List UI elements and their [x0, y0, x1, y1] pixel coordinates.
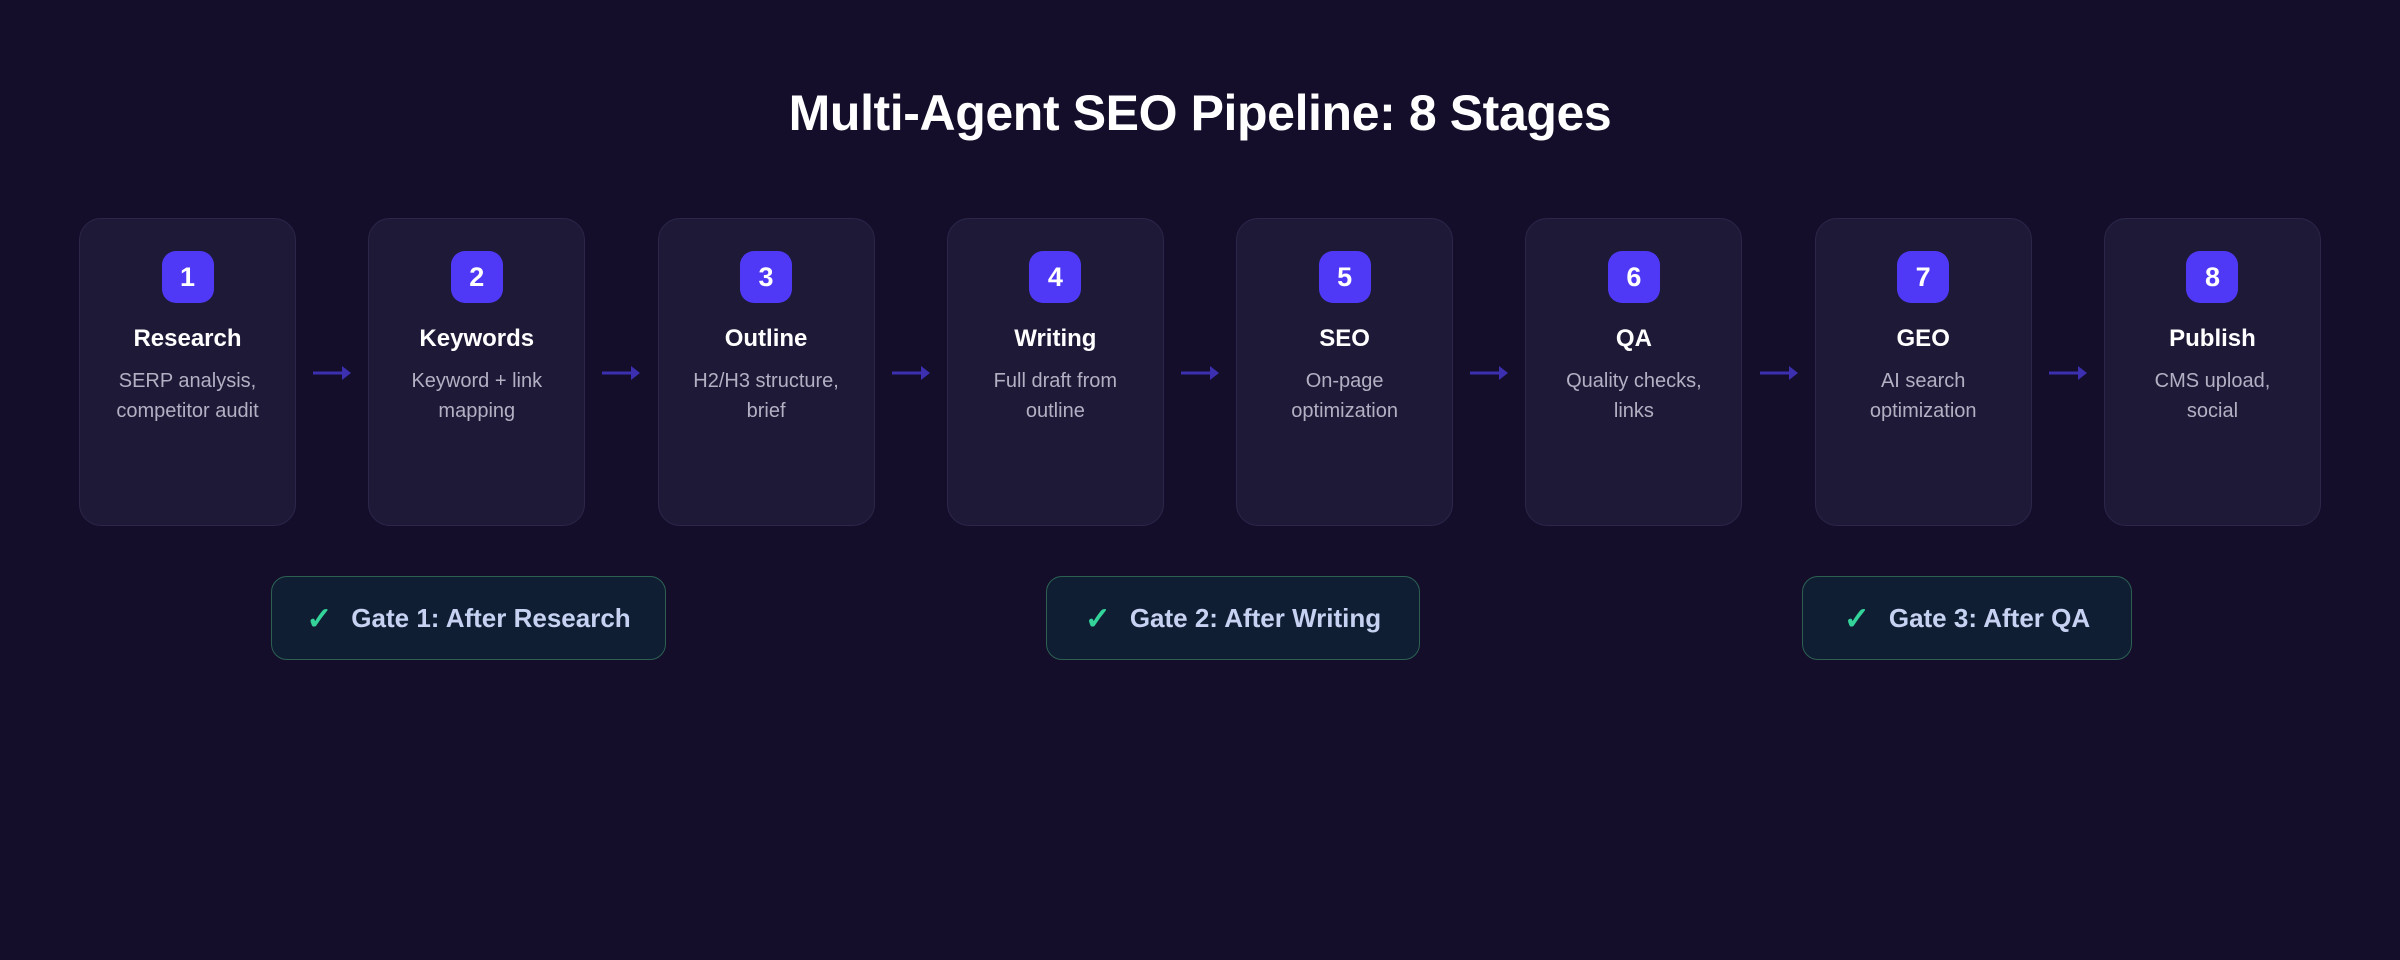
quality-gates-row: ✓ Gate 1: After Research ✓ Gate 2: After…	[0, 576, 2400, 660]
stage-card-3[interactable]: 3 Outline H2/H3 structure, brief	[657, 218, 875, 526]
arrow-right-icon-5	[1459, 218, 1519, 526]
stage-description-6: Quality checks, links	[1566, 370, 1702, 422]
stage-title-6: QA	[1615, 325, 1652, 352]
arrow-right-icon-6	[1749, 218, 1809, 526]
stage-card-2[interactable]: 2 Keywords Keyword + link mapping	[368, 218, 586, 526]
stage-description-5: On-page optimization	[1291, 370, 1398, 422]
gate-label-3: Gate 3: After QA	[1888, 602, 2091, 633]
stage-card-8[interactable]: 8 Publish CMS upload, social	[2103, 218, 2321, 526]
gate-badge-2[interactable]: ✓ Gate 2: After Writing	[1046, 576, 1420, 660]
arrow-right-icon-7	[2038, 218, 2098, 526]
stage-title-2: Keywords	[419, 325, 535, 352]
stage-description-8: CMS upload, social	[2154, 370, 2271, 422]
page-title: Multi-Agent SEO Pipeline: 8 Stages	[788, 85, 1612, 141]
stage-number-badge-2: 2	[450, 251, 503, 303]
stage-card-7[interactable]: 7 GEO AI search optimization	[1814, 218, 2032, 526]
stage-title-8: Publish	[2169, 325, 2256, 352]
stage-card-1[interactable]: 1 Research SERP analysis, competitor aud…	[79, 218, 296, 526]
stage-title-1: Research	[133, 325, 242, 352]
stage-number-badge-8: 8	[2186, 251, 2239, 303]
check-icon: ✓	[1084, 600, 1111, 636]
pipeline-stage-row: 1 Research SERP analysis, competitor aud…	[79, 218, 2321, 526]
gate-badge-1[interactable]: ✓ Gate 1: After Research	[271, 576, 666, 660]
stage-number-badge-4: 4	[1029, 251, 1082, 303]
stage-number-badge-6: 6	[1607, 251, 1660, 303]
stage-number-badge-1: 1	[161, 251, 214, 303]
gate-label-2: Gate 2: After Writing	[1129, 602, 1382, 633]
stage-title-7: GEO	[1896, 325, 1950, 352]
check-icon: ✓	[306, 600, 333, 636]
gate-label-1: Gate 1: After Research	[351, 602, 631, 633]
stage-number-badge-7: 7	[1897, 251, 1950, 303]
stage-description-2: Keyword + link mapping	[411, 370, 543, 422]
arrow-right-icon-4	[1170, 218, 1230, 526]
stage-card-6[interactable]: 6 QA Quality checks, links	[1525, 218, 1743, 526]
stage-number-badge-5: 5	[1318, 251, 1371, 303]
stage-description-7: AI search optimization	[1869, 370, 1977, 422]
stage-title-5: SEO	[1319, 325, 1370, 352]
stage-description-4: Full draft from outline	[993, 370, 1118, 422]
arrow-right-icon-2	[591, 218, 651, 526]
stage-card-5[interactable]: 5 SEO On-page optimization	[1236, 218, 1454, 526]
arrow-right-icon-1	[302, 218, 362, 526]
stage-title-4: Writing	[1014, 325, 1097, 352]
stage-description-3: H2/H3 structure, brief	[693, 370, 839, 422]
arrow-right-icon-3	[881, 218, 941, 526]
stage-card-4[interactable]: 4 Writing Full draft from outline	[946, 218, 1164, 526]
stage-number-badge-3: 3	[740, 251, 793, 303]
stage-description-1: SERP analysis, competitor audit	[116, 370, 259, 422]
stage-title-3: Outline	[724, 325, 808, 352]
gate-badge-3[interactable]: ✓ Gate 3: After QA	[1802, 576, 2132, 660]
check-icon: ✓	[1843, 600, 1870, 636]
